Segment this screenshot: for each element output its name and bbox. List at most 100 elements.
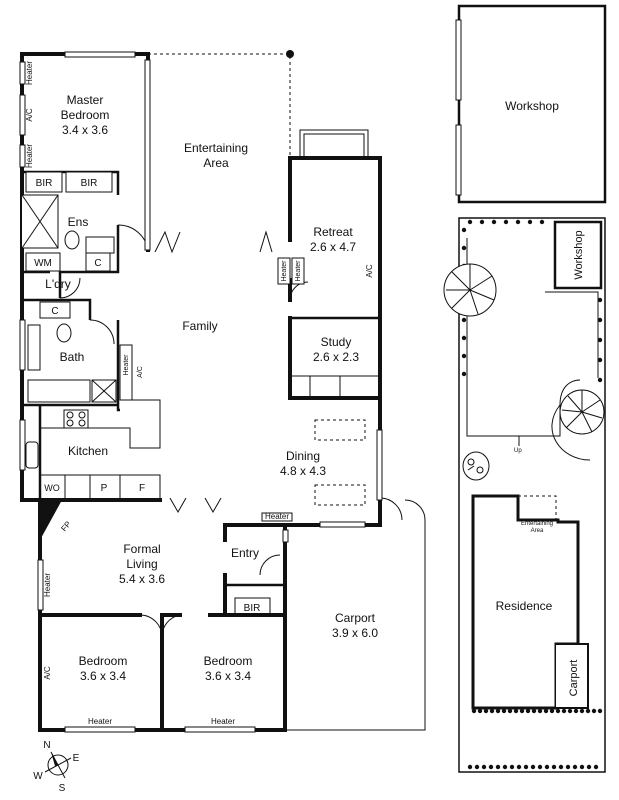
residence-label: Residence: [496, 599, 553, 613]
fence-dot: [585, 708, 591, 714]
fence-dot: [572, 764, 578, 770]
fence-dot: [495, 708, 501, 714]
workshop-small-label: Workshop: [573, 230, 585, 279]
fence-dot: [539, 219, 545, 225]
compass-s: S: [59, 783, 66, 794]
fence-dot: [467, 219, 473, 225]
fence-dot: [597, 297, 603, 303]
fence-dots: [461, 219, 603, 770]
fence-dot: [507, 708, 513, 714]
fence-dot: [551, 764, 557, 770]
up-label: Up: [514, 448, 522, 454]
fence-dot: [523, 764, 529, 770]
fence-dot: [591, 708, 597, 714]
heater-tag-5: Heater: [123, 354, 130, 376]
heater-tag-9: Heater: [211, 717, 235, 726]
site-carport-label: Carport: [568, 660, 580, 697]
workshop-top-label: Workshop: [505, 99, 559, 113]
fence-dot: [461, 371, 467, 377]
laundry-label: L'dry: [45, 277, 71, 291]
fence-dot: [461, 353, 467, 359]
fence-dot: [461, 227, 467, 233]
bir-label-1: BIR: [36, 178, 53, 189]
kitchen-label: Kitchen: [68, 444, 108, 458]
fence-dot: [544, 764, 550, 770]
fence-dot: [549, 708, 555, 714]
fence-dot: [491, 219, 497, 225]
fridge-label: F: [139, 483, 145, 494]
heater-tag-6: Heater: [265, 512, 289, 521]
fence-dot: [502, 764, 508, 770]
entry-label: Entry: [231, 546, 259, 560]
compass-e: E: [73, 753, 80, 764]
wm-label: WM: [34, 258, 52, 269]
fixture-labels: BIR BIR WM C C WO P F BIR FP Heater A/C …: [25, 61, 374, 726]
fence-dot: [525, 708, 531, 714]
fireplace-label: FP: [59, 520, 72, 534]
fence-dot: [537, 708, 543, 714]
fence-dot: [474, 764, 480, 770]
house-walls: [19, 50, 426, 733]
cupboard-label-2: C: [51, 306, 58, 317]
bir-label-2: BIR: [81, 178, 98, 189]
ensuite-label: Ens: [68, 215, 89, 229]
ac-tag-4: A/C: [43, 666, 52, 680]
fence-dot: [489, 708, 495, 714]
fence-dot: [461, 317, 467, 323]
heater-tag-7: Heater: [43, 573, 52, 597]
ac-tag-1: A/C: [25, 108, 34, 122]
tree-2: [559, 389, 605, 435]
heater-tag-3: Heater: [281, 260, 288, 282]
compass-n: N: [43, 740, 50, 751]
compass: N E S W: [33, 740, 79, 794]
fence-dot: [477, 708, 483, 714]
heater-tag-2: Heater: [25, 144, 34, 168]
fence-dot: [555, 708, 561, 714]
heater-tag-1: Heater: [25, 61, 34, 85]
fence-dot: [579, 764, 585, 770]
fence-dot: [565, 764, 571, 770]
fence-dot: [479, 219, 485, 225]
fence-dot: [531, 708, 537, 714]
fence-dot: [461, 335, 467, 341]
fence-dot: [467, 764, 473, 770]
fence-dot: [481, 764, 487, 770]
wo-label: WO: [44, 483, 60, 493]
fence-dot: [527, 219, 533, 225]
fence-dot: [597, 377, 603, 383]
fence-dot: [573, 708, 579, 714]
bir-label-3: BIR: [244, 603, 261, 614]
site-plan: Workshop Workshop Up Entertain: [443, 4, 607, 773]
tree-1: [443, 263, 497, 317]
compass-w: W: [33, 771, 43, 782]
fence-dot: [513, 708, 519, 714]
fence-dot: [530, 764, 536, 770]
bath-label: Bath: [60, 350, 85, 364]
fence-dot: [567, 708, 573, 714]
heater-tag-4: Heater: [295, 260, 302, 282]
fence-dot: [561, 708, 567, 714]
fence-dot: [543, 708, 549, 714]
fence-dot: [586, 764, 592, 770]
fence-dot: [515, 219, 521, 225]
fence-dot: [483, 708, 489, 714]
fence-dot: [558, 764, 564, 770]
fence-dot: [597, 337, 603, 343]
fence-dot: [461, 245, 467, 251]
fence-dot: [519, 708, 525, 714]
fence-dot: [503, 219, 509, 225]
fence-dot: [501, 708, 507, 714]
family-label: Family: [182, 319, 217, 333]
pantry-label: P: [101, 483, 108, 494]
fence-dot: [593, 764, 599, 770]
ac-tag-2: A/C: [365, 264, 374, 278]
